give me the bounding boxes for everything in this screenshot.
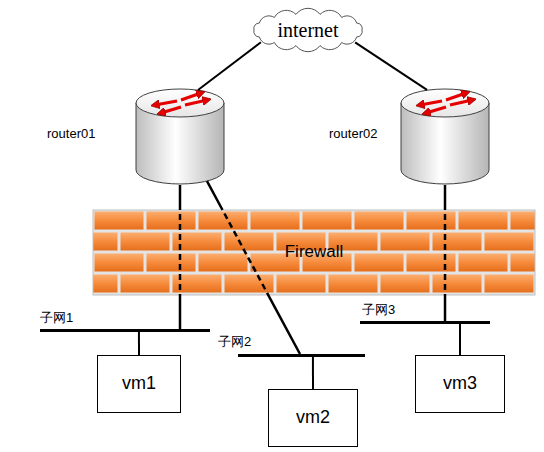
subnet-label: 子网2 xyxy=(218,335,251,349)
network-link xyxy=(138,332,140,355)
router-icon: router02 xyxy=(400,88,490,185)
router-arrow xyxy=(450,100,472,105)
router-icon: router01 xyxy=(135,88,225,185)
vm-label: vm3 xyxy=(416,356,504,412)
cloud-label: internet xyxy=(246,8,370,52)
subnet-label: 子网1 xyxy=(40,311,73,325)
firewall-band: Firewall xyxy=(93,210,535,295)
network-link xyxy=(444,185,447,321)
router-arrow xyxy=(420,101,442,105)
router-arrow xyxy=(426,107,446,113)
network-link xyxy=(198,42,261,90)
router-label: router02 xyxy=(329,127,377,141)
router-arrow xyxy=(181,93,201,100)
network-link xyxy=(207,181,300,354)
subnet-label: 子网3 xyxy=(362,303,395,317)
vm-label: vm1 xyxy=(98,356,180,412)
router-symbol xyxy=(400,88,490,185)
network-link xyxy=(459,324,461,355)
router-arrow xyxy=(446,93,466,100)
subnet-bar: 子网2 xyxy=(238,354,365,357)
vm-box: vm3 xyxy=(415,355,505,413)
network-link xyxy=(355,42,427,90)
vm-label: vm2 xyxy=(269,390,357,446)
router-arrow xyxy=(185,100,207,105)
vm-box: vm1 xyxy=(97,355,181,413)
router-symbol xyxy=(135,88,225,185)
network-link xyxy=(312,357,314,389)
router-arrow xyxy=(161,107,181,113)
cloud-shape: internet xyxy=(246,8,370,52)
firewall-label: Firewall xyxy=(93,210,535,295)
subnet-bar: 子网1 xyxy=(40,329,210,332)
brick-wall xyxy=(93,210,535,295)
router-label: router01 xyxy=(47,127,95,141)
subnet-bar: 子网3 xyxy=(360,321,490,324)
vm-box: vm2 xyxy=(268,389,358,447)
router-arrow xyxy=(155,101,177,105)
router-top xyxy=(136,89,224,117)
router-top xyxy=(401,89,489,117)
network-link xyxy=(179,185,182,329)
